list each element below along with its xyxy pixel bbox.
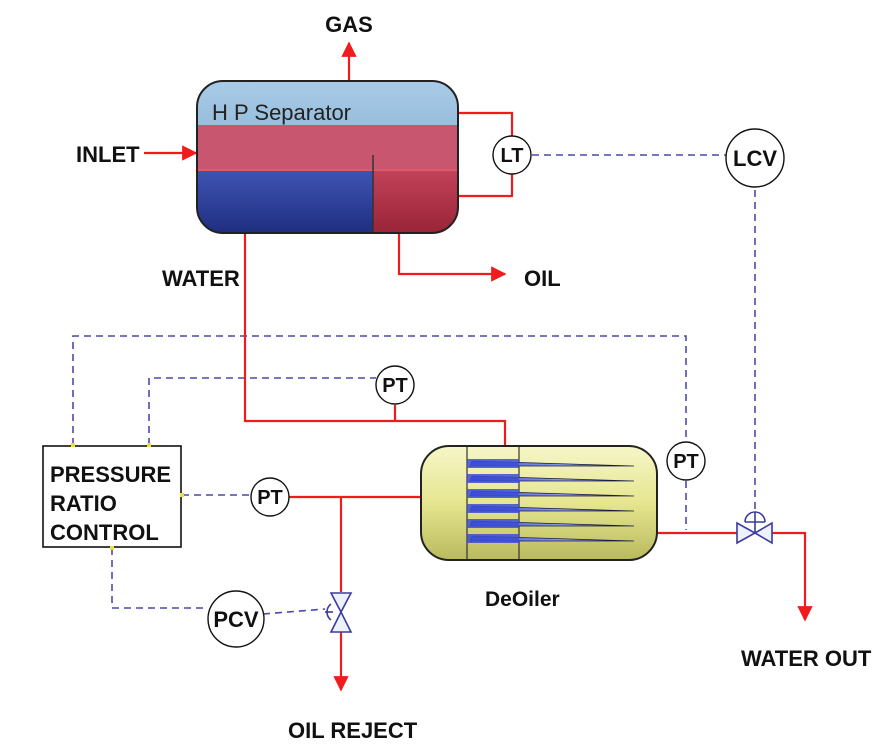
signal-control-pcv	[111, 548, 208, 609]
inlet-label: INLET	[76, 142, 140, 167]
lcv-label: LCV	[733, 146, 777, 171]
liner-tubes	[467, 459, 635, 543]
pt-right-instrument: PT	[666, 441, 706, 481]
oil-reject-label: OIL REJECT	[288, 718, 418, 743]
pt-top-instrument: PT	[375, 365, 415, 405]
gas-label: GAS	[325, 12, 373, 37]
pt-left-label: PT	[257, 487, 283, 509]
water-label: WATER	[162, 266, 240, 291]
signal-control-pt-right	[72, 335, 687, 445]
signal-pcv-valve	[262, 608, 326, 615]
deoiler-vessel	[420, 445, 658, 561]
water-out-label: WATER OUT	[741, 646, 872, 671]
pressure-ratio-control-box: PRESSURE RATIO CONTROL	[42, 443, 184, 550]
lt-impulse-top	[458, 111, 514, 137]
water-pipe	[243, 232, 507, 445]
oil-reject-valve	[325, 592, 353, 633]
pcv-label: PCV	[213, 607, 259, 632]
oil-label: OIL	[524, 266, 561, 291]
water-out-pipe-b	[772, 531, 813, 622]
oil-outlet-pipe	[397, 233, 507, 282]
separator-title: H P Separator	[212, 100, 351, 125]
pt-right-label: PT	[673, 451, 699, 473]
deoiler-label: DeOiler	[485, 588, 560, 611]
signal-control-pt-top	[148, 377, 376, 445]
control-label-line1: PRESSURE	[50, 462, 171, 487]
control-label-line2: RATIO	[50, 491, 117, 516]
lcv-instrument: LCV	[725, 128, 785, 188]
lt-instrument: LT	[492, 135, 532, 175]
hp-separator-vessel: H P Separator	[196, 80, 459, 234]
pcv-instrument: PCV	[207, 590, 265, 648]
water-out-valve	[736, 511, 773, 545]
control-label-line3: CONTROL	[50, 520, 159, 545]
lt-impulse-bottom	[458, 172, 514, 198]
pt-left-instrument: PT	[250, 477, 290, 517]
lt-label: LT	[501, 145, 524, 167]
pt-top-label: PT	[382, 375, 408, 397]
